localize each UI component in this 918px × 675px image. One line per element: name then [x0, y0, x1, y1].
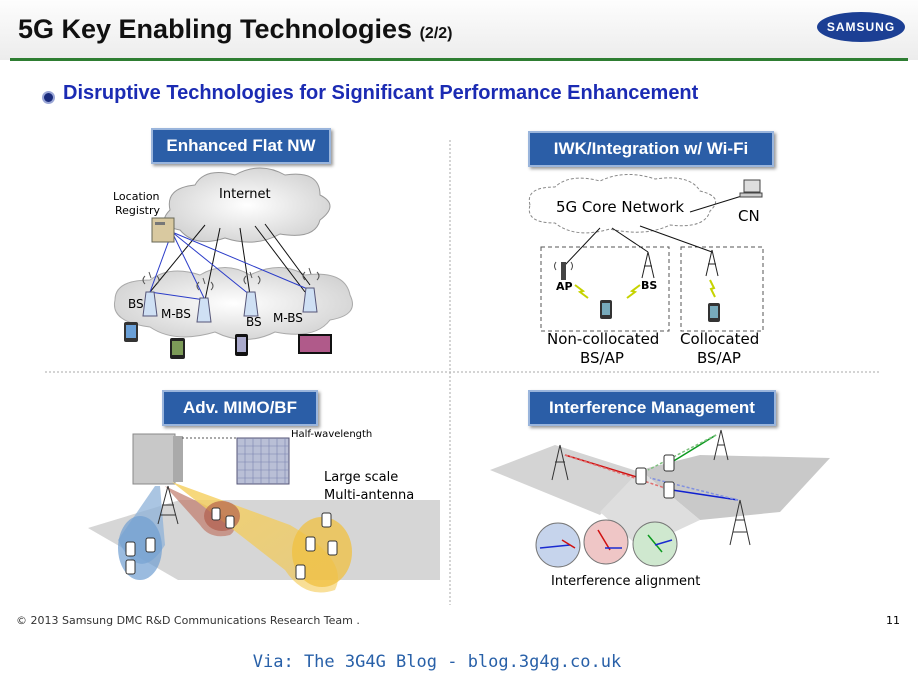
core-network-cloud	[528, 174, 717, 234]
noncollocated-box	[540, 246, 670, 332]
bs-label: BS	[641, 279, 658, 292]
large-scale-label-1: Large scale	[324, 470, 399, 485]
wireless-link-icon	[574, 284, 589, 299]
phone-icon	[663, 481, 675, 499]
internet-label: Internet	[219, 187, 271, 202]
slide-title: 5G Key Enabling Technologies (2/2)	[18, 14, 453, 45]
m-bs-icon	[196, 297, 212, 323]
collocated-label-1: Collocated	[680, 330, 760, 348]
tower-icon	[713, 429, 729, 461]
bullet-icon	[42, 91, 55, 104]
title-divider	[10, 58, 908, 61]
phone-icon	[327, 540, 338, 556]
mimo-diagram	[88, 433, 440, 593]
phone-icon	[125, 541, 136, 557]
phone-icon	[635, 467, 647, 485]
label-iwk-wifi: IWK/Integration w/ Wi-Fi	[528, 131, 774, 167]
access-cloud	[113, 267, 353, 340]
m-bs-label: M-BS	[273, 311, 303, 325]
copyright-footer: © 2013 Samsung DMC R&D Communications Re…	[16, 614, 360, 627]
m-bs-icon	[302, 287, 318, 313]
label-adv-mimo-bf: Adv. MIMO/BF	[162, 390, 318, 426]
label-interference-management-text: Interference Management	[549, 398, 755, 417]
label-adv-mimo-bf-text: Adv. MIMO/BF	[183, 398, 297, 417]
large-scale-label-2: Multi-antenna	[324, 488, 415, 503]
phone-icon	[663, 454, 675, 472]
cn-computer-icon	[743, 179, 761, 193]
label-enhanced-flat-nw: Enhanced Flat NW	[151, 128, 331, 164]
phone-icon	[321, 512, 332, 528]
samsung-logo: SAMSUNG	[817, 12, 905, 42]
bs-label: BS	[128, 297, 144, 311]
bs-tower-icon	[705, 249, 719, 277]
via-credit: Via: The 3G4G Blog - blog.3g4g.co.uk	[252, 652, 622, 672]
location-registry-server	[151, 217, 175, 243]
title-bar	[0, 0, 918, 60]
bs-tower-icon	[641, 251, 655, 279]
noncollocated-label-2: BS/AP	[580, 349, 624, 367]
bs-icon	[243, 291, 259, 317]
cell-plane-left	[490, 445, 640, 515]
slide-title-text: 5G Key Enabling Technologies	[18, 14, 413, 44]
cell-plane-center	[600, 470, 700, 548]
cn-label: CN	[738, 207, 760, 225]
alignment-circle-blue	[535, 522, 581, 568]
bs-icon	[142, 291, 158, 317]
location-registry-label-2: Registry	[115, 204, 161, 217]
half-wavelength-label: Half-wavelength	[291, 429, 373, 440]
label-interference-management: Interference Management	[528, 390, 776, 426]
interference-alignment-label: Interference alignment	[551, 574, 701, 589]
section-heading: Disruptive Technologies for Significant …	[63, 82, 699, 104]
phone-icon	[211, 507, 221, 521]
label-iwk-wifi-text: IWK/Integration w/ Wi-Fi	[553, 139, 749, 158]
flat-nw-diagram	[113, 167, 353, 359]
tower-icon	[551, 444, 569, 481]
wireless-link-icon	[709, 279, 716, 298]
noncollocated-label-1: Non-collocated	[547, 330, 660, 348]
antenna-array-panel	[132, 433, 176, 485]
phone-icon	[125, 559, 136, 575]
label-enhanced-flat-nw-text: Enhanced Flat NW	[166, 136, 316, 155]
m-bs-label: M-BS	[161, 307, 191, 321]
tower-icon	[157, 485, 179, 525]
ap-icon	[561, 262, 566, 280]
tower-icon	[729, 499, 751, 546]
page-number: 11	[886, 614, 900, 627]
ap-label: AP	[556, 280, 573, 293]
collocated-label-2: BS/AP	[697, 349, 741, 367]
interference-diagram	[490, 429, 830, 568]
phone-icon	[305, 536, 316, 552]
wireless-link-icon	[626, 284, 641, 299]
phone-icon	[225, 515, 235, 529]
location-registry-label-1: Location	[113, 190, 160, 203]
core-network-label: 5G Core Network	[556, 198, 685, 216]
phone-icon	[295, 564, 306, 580]
slide-title-suffix: (2/2)	[419, 25, 453, 42]
iwk-diagram	[528, 174, 764, 332]
collocated-box	[680, 246, 764, 332]
antenna-grid-icon	[236, 437, 290, 485]
bs-label: BS	[246, 315, 262, 329]
logo-text: SAMSUNG	[826, 20, 896, 34]
phone-icon	[145, 537, 156, 553]
internet-cloud	[163, 167, 331, 243]
cell-plane-right	[640, 455, 830, 520]
